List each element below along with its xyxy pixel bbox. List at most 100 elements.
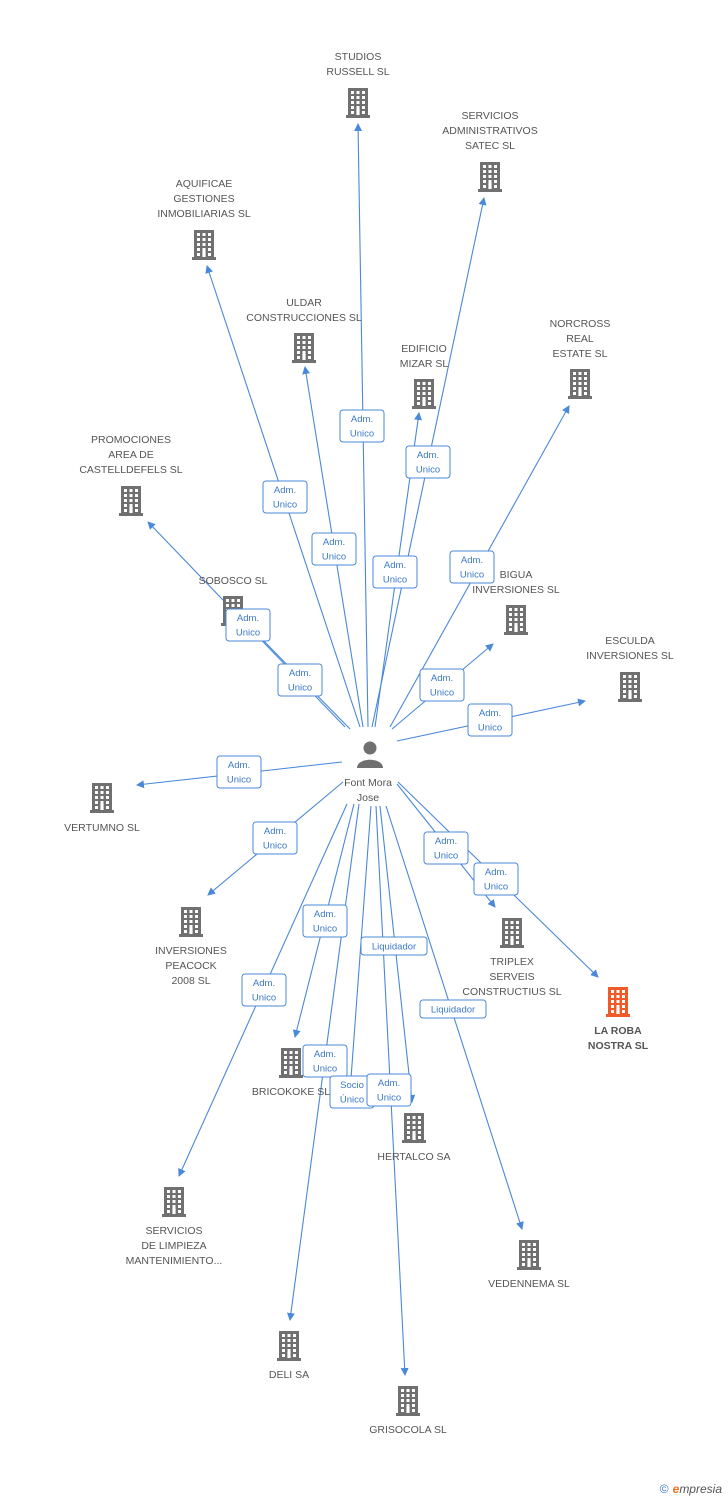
role-badge-text: Unico <box>313 1064 337 1075</box>
building-icon <box>478 162 502 192</box>
building-icon <box>279 1048 303 1078</box>
person-icon <box>357 741 383 768</box>
company-label-line: EDIFICIO <box>401 343 447 355</box>
company-label-line: VERTUMNO SL <box>64 822 140 834</box>
company-label-line: SERVEIS <box>489 971 534 983</box>
company-label-line: MANTENIMIENTO... <box>126 1255 223 1267</box>
company-node-uldar[interactable]: ULDAR CONSTRUCCIONES SL <box>246 297 362 363</box>
role-badge-text: Unico <box>322 552 346 563</box>
company-label-line: INMOBILIARIAS SL <box>157 208 251 220</box>
role-badge-text: Unico <box>313 924 337 935</box>
company-label-line: ESTATE SL <box>552 348 607 360</box>
building-icon <box>504 605 528 635</box>
company-label-line: AREA DE <box>108 449 154 461</box>
company-node-grisocola[interactable]: GRISOCOLA SL <box>369 1386 447 1436</box>
role-badge[interactable]: Adm.Unico <box>473 862 519 896</box>
role-badge[interactable]: Adm. Unico <box>302 1044 348 1078</box>
building-icon <box>346 88 370 118</box>
company-label-line: ULDAR <box>286 297 322 309</box>
company-label-line: CONSTRUCTIUS SL <box>462 986 561 998</box>
company-label-line: PEACOCK <box>165 960 216 972</box>
company-label-line: DELI SA <box>269 1369 309 1381</box>
role-badge-text: Unico <box>227 775 251 786</box>
role-badge-text: Adm. <box>289 668 311 679</box>
company-label-line: MIZAR SL <box>400 358 449 370</box>
building-icon <box>162 1187 186 1217</box>
center-person[interactable]: Font Mora Jose <box>344 741 392 805</box>
company-node-bricokoke[interactable]: BRICOKOKE SL <box>252 1048 330 1098</box>
company-label-line: SATEC SL <box>465 140 515 152</box>
empresia-brand[interactable]: ©empresia <box>660 1482 722 1496</box>
company-label-line: HERTALCO SA <box>377 1151 450 1163</box>
role-badge-text: Unico <box>430 688 454 699</box>
role-badge-text: Unico <box>416 465 440 476</box>
company-label-line: STUDIOS <box>335 51 382 63</box>
role-badge-text: Liquidador <box>372 942 416 953</box>
role-badge-text: Adm. <box>384 560 406 571</box>
company-node-peacock[interactable]: INVERSIONES PEACOCK 2008 SL <box>155 907 227 987</box>
company-label-line: BRICOKOKE SL <box>252 1086 330 1098</box>
role-badge[interactable]: Adm.Unico <box>449 550 495 584</box>
building-icon <box>277 1331 301 1361</box>
role-badge[interactable]: Adm.Unico <box>216 755 262 789</box>
company-node-mizar[interactable]: EDIFICIO MIZAR SL <box>400 343 449 409</box>
company-label-line: GRISOCOLA SL <box>369 1424 447 1436</box>
company-label-line: INVERSIONES <box>155 945 227 957</box>
company-label-line: NOSTRA SL <box>588 1040 649 1052</box>
role-badge-text: Adm. <box>274 485 296 496</box>
company-node-vedennema[interactable]: VEDENNEMA SL <box>488 1240 570 1290</box>
building-icon <box>412 379 436 409</box>
role-badge[interactable]: Adm.Unico <box>467 703 513 737</box>
role-badge-text: Adm. <box>237 613 259 624</box>
role-badge-text: Unico <box>236 628 260 639</box>
company-label-line: SOBOSCO SL <box>199 575 268 587</box>
company-label-line: REAL <box>566 333 594 345</box>
role-badge[interactable]: Adm.Unico <box>366 1073 412 1107</box>
company-label-line: CONSTRUCCIONES SL <box>246 312 362 324</box>
role-badge[interactable]: Adm. Unico <box>405 445 451 479</box>
role-badge[interactable]: Adm.Unico <box>423 831 469 865</box>
role-badge[interactable]: Liquidador <box>360 936 428 956</box>
company-label-line: PROMOCIONES <box>91 434 171 446</box>
role-badge[interactable]: Adm.Unico <box>252 821 298 855</box>
building-icon <box>396 1386 420 1416</box>
company-node-vertumno[interactable]: VERTUMNO SL <box>64 783 140 834</box>
company-label-line: 2008 SL <box>171 975 210 987</box>
role-badge-text: Adm. <box>417 450 439 461</box>
role-badge-text: Único <box>340 1095 364 1106</box>
company-node-deli[interactable]: DELI SA <box>269 1331 309 1381</box>
role-badge[interactable]: Adm.Unico <box>277 663 323 697</box>
brand-logo-e: e <box>672 1482 680 1496</box>
role-badge[interactable]: Adm.Unico <box>262 480 308 514</box>
role-badge-text: Unico <box>484 882 508 893</box>
role-badge[interactable]: Adm.Unico <box>339 409 385 443</box>
building-icon <box>119 486 143 516</box>
role-badge-text: Adm. <box>314 1049 336 1060</box>
role-badge[interactable]: Adm.Unico <box>372 555 418 589</box>
copyright-symbol: © <box>659 1482 669 1496</box>
building-icon <box>618 672 642 702</box>
role-badge[interactable]: Adm.Unico <box>302 904 348 938</box>
role-badge[interactable]: Liquidador <box>419 999 487 1019</box>
company-label-line: GESTIONES <box>173 193 234 205</box>
role-badge[interactable]: Adm.Unico <box>241 973 287 1007</box>
role-badge[interactable]: Adm. Unico <box>225 608 271 642</box>
role-badge[interactable]: Adm.Unico <box>419 668 465 702</box>
role-badge-text: Adm. <box>479 708 501 719</box>
role-badge-text: Adm. <box>264 826 286 837</box>
role-badge[interactable]: Adm.Unico <box>311 532 357 566</box>
company-label-line: SERVICIOS <box>146 1225 203 1237</box>
company-node-hertalco[interactable]: HERTALCO SA <box>377 1113 451 1163</box>
